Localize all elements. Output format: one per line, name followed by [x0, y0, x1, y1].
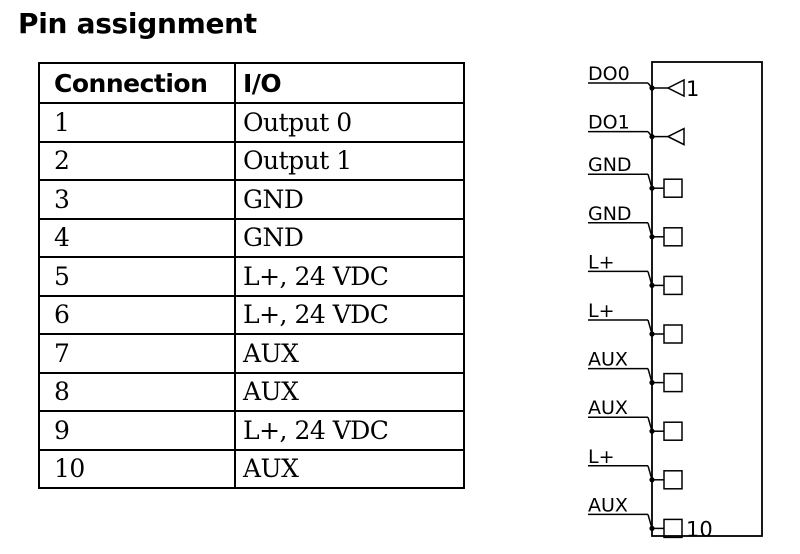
output-triangle-icon	[666, 127, 685, 146]
pin-number: 1	[686, 77, 699, 101]
io-cell: GND	[234, 179, 465, 220]
column-header-connection: Connection	[38, 62, 236, 104]
connector-body	[651, 61, 763, 537]
connection-cell: 5	[38, 256, 236, 297]
io-cell: L+, 24 VDC	[234, 410, 465, 451]
connection-cell: 4	[38, 217, 236, 258]
io-cell: L+, 24 VDC	[234, 256, 465, 297]
pin-label: AUX	[588, 494, 628, 516]
io-cell: Output 0	[234, 102, 465, 143]
connection-cell: 3	[38, 179, 236, 220]
output-triangle-icon	[666, 78, 685, 98]
table-header-row: Connection I/O	[38, 62, 465, 104]
terminal-square-icon	[663, 421, 683, 441]
io-cell: GND	[234, 217, 465, 258]
connection-cell: 10	[38, 448, 236, 489]
terminal-square-icon	[663, 227, 683, 247]
pin-label: L+	[588, 251, 615, 273]
connection-cell: 2	[38, 140, 236, 181]
pin-label: AUX	[588, 397, 628, 419]
page-title: Pin assignment	[18, 7, 257, 40]
io-cell: AUX	[234, 333, 465, 374]
connection-cell: 7	[38, 333, 236, 374]
terminal-square-icon	[663, 372, 683, 393]
pin-label: DO0	[588, 63, 630, 85]
terminal-square-icon	[663, 178, 683, 198]
terminal-square-icon	[663, 470, 683, 490]
connection-cell: 1	[38, 102, 236, 143]
terminal-square-icon	[663, 275, 683, 296]
connection-cell: 6	[38, 294, 236, 335]
pin-number: 10	[686, 517, 713, 541]
pin-label: L+	[588, 300, 615, 322]
connection-cell: 9	[38, 410, 236, 451]
pin-label: L+	[588, 446, 615, 468]
connection-cell: 8	[38, 371, 236, 412]
io-cell: L+, 24 VDC	[234, 294, 465, 335]
io-cell: Output 1	[234, 140, 465, 181]
column-header-io: I/O	[234, 62, 465, 104]
pin-label: GND	[588, 203, 632, 225]
io-cell: AUX	[234, 448, 465, 489]
pin-label: GND	[588, 154, 632, 176]
terminal-square-icon	[663, 518, 683, 539]
pin-label: AUX	[588, 349, 628, 371]
io-cell: AUX	[234, 371, 465, 412]
pin-label: DO1	[588, 112, 630, 134]
terminal-square-icon	[663, 324, 683, 344]
